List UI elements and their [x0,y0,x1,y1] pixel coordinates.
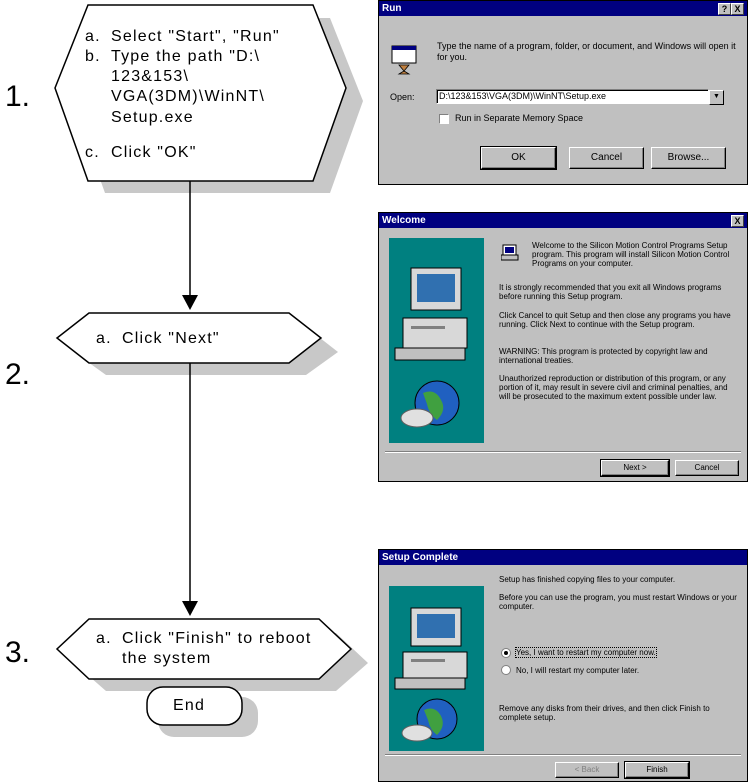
welcome-paragraph: Welcome to the Silicon Motion Control Pr… [532,241,730,268]
step1-line: a.Select "Start", "Run" [85,28,280,45]
step3-line: the system [122,650,212,667]
end-shape [146,686,243,726]
step1-line: Setup.exe [111,109,194,126]
step3-shape [55,618,353,680]
welcome-paragraph: It is strongly recommended that you exit… [499,283,722,301]
run-dialog: Run ? X Type the name of a program, fold… [378,0,748,185]
help-button[interactable]: ? [718,3,731,15]
browse-button[interactable]: Browse... [651,147,726,169]
chevron-down-icon[interactable]: ▼ [709,90,724,105]
run-titlebar: Run [379,1,747,16]
setup-computer-art-icon [389,586,484,751]
arrowhead-2-3 [182,601,198,616]
divider [385,451,741,453]
finish-button[interactable]: Finish [624,761,690,779]
welcome-title: Welcome [382,215,426,226]
cancel-button[interactable]: Cancel [675,460,739,476]
step1-line: c.Click "OK" [85,144,197,161]
step2-line: a.Click "Next" [96,330,220,347]
welcome-paragraph: WARNING: This program is protected by co… [499,347,708,365]
welcome-paragraph: Unauthorized reproduction or distributio… [499,374,728,401]
step1-line: b.Type the path "D:\ [85,48,261,65]
end-label: End [173,697,206,714]
complete-paragraph: Before you can use the program, you must… [499,593,737,611]
restart-now-label: Yes, I want to restart my computer now. [515,647,657,658]
back-button[interactable]: < Back [555,762,619,778]
step-number: 2. [5,358,31,391]
welcome-paragraph: Click Cancel to quit Setup and then clos… [499,311,731,329]
complete-title: Setup Complete [382,552,459,563]
welcome-titlebar: Welcome [379,213,747,228]
flowchart [54,4,368,737]
run-program-icon [391,45,417,75]
close-button[interactable]: X [731,215,744,227]
run-description: Type the name of a program, folder, or d… [437,41,736,62]
restart-later-label: No, I will restart my computer later. [516,666,640,675]
open-input[interactable]: D:\123&153\VGA(3DM)\WinNT\Setup.exe [436,89,709,104]
step1-shape [54,4,347,182]
ok-button[interactable]: OK [480,146,557,170]
step2-shape [55,312,323,364]
restart-later-radio[interactable] [501,665,511,675]
cancel-button[interactable]: Cancel [569,147,644,169]
divider [385,754,741,756]
next-button[interactable]: Next > [600,459,670,477]
close-button[interactable]: X [731,3,744,15]
open-label: Open: [390,92,415,102]
step-number: 1. [5,80,31,113]
step1-line: VGA(3DM)\WinNT\ [111,88,265,105]
complete-titlebar: Setup Complete [379,550,747,565]
complete-footer-text: Remove any disks from their drives, and … [499,704,710,722]
welcome-dialog: Welcome X Welcome to the Silicon Motion … [378,212,748,482]
step-number: 3. [5,636,31,669]
setup-complete-dialog: Setup Complete Setup has finished copyin… [378,549,748,782]
run-title: Run [382,3,402,14]
step1-line: 123&153\ [111,68,190,85]
separate-memory-label: Run in Separate Memory Space [455,113,584,123]
arrowhead-1-2 [182,295,198,310]
setup-computer-art-icon [389,238,484,443]
step3-line: a.Click "Finish" to reboot [96,630,312,647]
separate-memory-checkbox[interactable] [439,114,449,124]
setup-program-icon [501,244,519,261]
restart-now-radio[interactable] [501,648,511,658]
complete-paragraph: Setup has finished copying files to your… [499,575,676,584]
